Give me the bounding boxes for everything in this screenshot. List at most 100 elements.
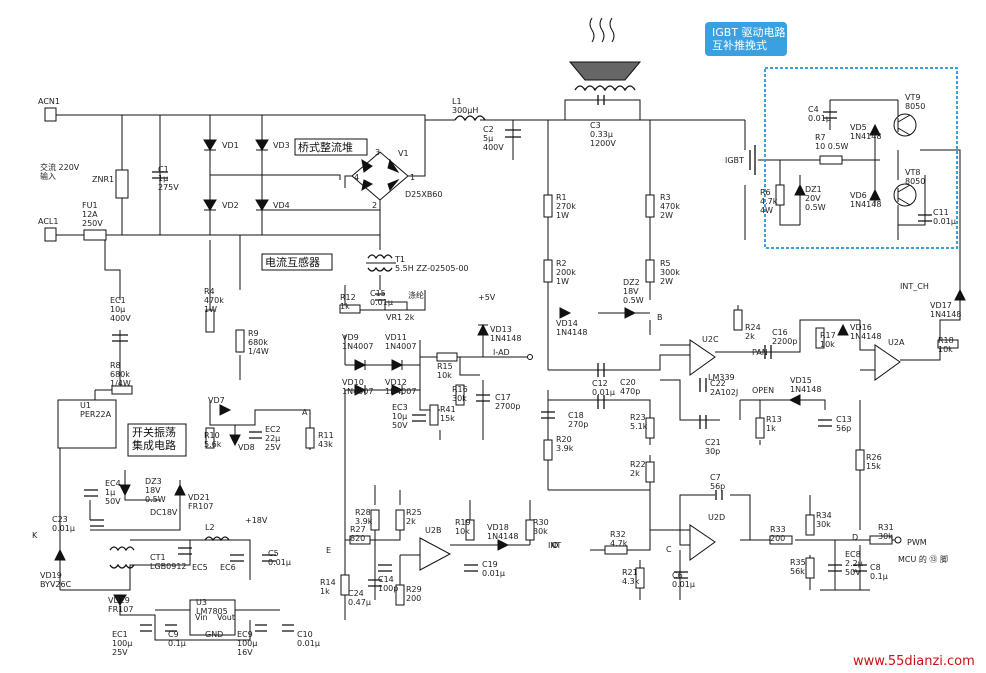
label-v1: V1 [398,149,409,158]
label-u1-callout: 开关振荡集成电路 [132,425,176,452]
label-u2a: U2A [888,338,905,347]
opamp-u2a [874,344,901,381]
bridge-v1 [361,158,400,192]
capacitor-c17 [476,394,490,402]
diode-vd1 [203,139,217,151]
diode-vd14 [559,307,572,319]
diode-vd12 [391,384,404,396]
capacitor-c3 [597,95,605,105]
capacitor-ec3 [412,414,426,422]
label-node3: 3 [375,148,380,157]
capacitor-ec6 [230,554,244,562]
label-u2c: U2C [702,335,719,344]
inductor-l1 [454,115,486,122]
resistor-r14 [340,574,350,596]
capacitor-c23 [90,519,104,527]
resistor-r15 [436,352,458,362]
capacitor-c22 [699,378,707,392]
label-vout: Vout [217,613,235,622]
label-a: A [302,408,308,417]
diode-vd8 [229,434,241,447]
diode-vd15 [788,394,801,406]
diode-vd3 [255,139,269,151]
resistor-r27 [349,535,371,545]
label-u2b: U2B [425,526,441,535]
iad-terminal [527,354,533,360]
diode-vd13 [477,323,489,336]
resistor-r6 [775,184,785,206]
igbt-driver-title-box [705,22,787,56]
terminal-acn1 [44,107,57,122]
resistor-r17 [815,327,825,349]
label-node2: 2 [372,201,377,210]
capacitor-ec5 [178,547,192,555]
capacitor-c2 [505,129,521,138]
transistor-vt8 [893,183,917,207]
label-node4: 4 [354,173,359,182]
label-node1: 1 [410,173,415,182]
label-vr1-note: 涤纶 [408,290,424,300]
diode-vd6 [869,188,881,201]
label-bridge-callout: 桥式整流堆 [298,140,353,154]
resistor-r4 [205,309,215,333]
int-terminal [552,542,558,548]
label-d: D [852,533,858,542]
u1-callout-box [127,423,187,457]
resistor-r21 [635,567,645,589]
label-gnd: GND [205,630,223,639]
resistor-r5 [645,259,655,283]
terminal-acl1 [44,227,57,242]
label-mcu: MCU 的 ⑬ 脚 [898,554,948,564]
transformer-t1 [366,254,396,272]
capacitor-c8 [853,564,867,572]
capacitor-c20 [597,395,605,409]
diode-vd5 [869,123,881,136]
ct-callout-box [261,253,333,271]
resistor-r25 [395,509,405,531]
diode-vd10 [354,384,367,396]
resistor-r34 [805,514,815,536]
pwm-terminal [894,536,902,544]
diode-vd17 [954,288,966,301]
heating-coil [568,61,642,92]
